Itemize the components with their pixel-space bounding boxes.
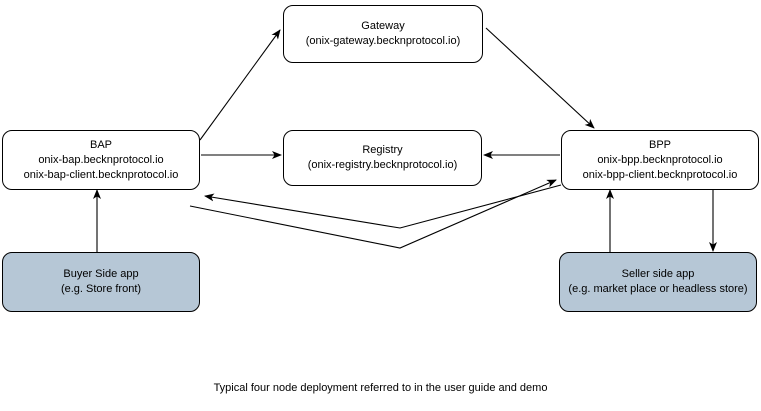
node-registry-subtitle: (onix-registry.becknprotocol.io) (307, 159, 458, 171)
node-bpp[interactable]: BPP onix-bpp.becknprotocol.io onix-bpp-c… (561, 130, 759, 190)
edge-gateway-to-bpp (485, 27, 595, 129)
node-bpp-subtitle: onix-bpp.becknprotocol.io (597, 153, 723, 166)
edge-bap-to-bpp (189, 179, 557, 249)
node-registry-title: Registry (362, 144, 403, 156)
node-bap-title: BAP (89, 138, 112, 151)
node-gateway[interactable]: Gateway (onix-gateway.becknprotocol.io) (283, 5, 483, 63)
node-bpp-subtitle-2: onix-bpp-client.becknprotocol.io (582, 168, 738, 181)
node-bpp-title: BPP (648, 138, 671, 151)
node-buyer-side-app-subtitle: (e.g. Store front) (60, 283, 142, 295)
node-registry[interactable]: Registry (onix-registry.becknprotocol.io… (283, 130, 482, 186)
node-bap-subtitle: onix-bap.becknprotocol.io (38, 153, 164, 166)
node-bap-subtitle-2: onix-bap-client.becknprotocol.io (23, 168, 179, 181)
node-seller-side-app-subtitle: (e.g. market place or headless store) (568, 283, 748, 295)
node-buyer-side-app[interactable]: Buyer Side app (e.g. Store front) (2, 252, 200, 312)
edge-bap-to-gateway (199, 29, 281, 141)
node-seller-side-app[interactable]: Seller side app (e.g. market place or he… (559, 252, 757, 312)
node-bap[interactable]: BAP onix-bap.becknprotocol.io onix-bap-c… (2, 130, 200, 190)
node-gateway-title: Gateway (361, 20, 405, 32)
node-seller-side-app-title: Seller side app (621, 268, 695, 280)
diagram-caption: Typical four node deployment referred to… (213, 382, 548, 394)
node-gateway-subtitle: (onix-gateway.becknprotocol.io) (305, 35, 461, 47)
node-buyer-side-app-title: Buyer Side app (63, 268, 139, 280)
edge-bpp-to-bap (204, 184, 562, 229)
